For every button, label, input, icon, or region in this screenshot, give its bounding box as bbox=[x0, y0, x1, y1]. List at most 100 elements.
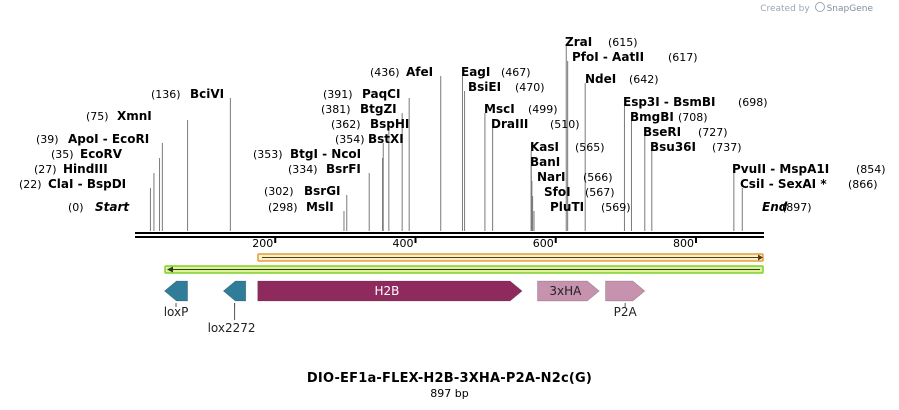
orf-reverse[interactable] bbox=[164, 265, 764, 274]
credit-prefix: Created by bbox=[760, 4, 810, 14]
enzyme-site-pvuii-mspa1i[interactable]: PvuII - MspA1I(854) bbox=[732, 162, 886, 176]
enzyme-site-start[interactable]: Start(0) bbox=[68, 200, 130, 214]
enzyme-name: NarI bbox=[537, 170, 566, 184]
enzyme-site-sfoi[interactable]: SfoI(567) bbox=[544, 185, 615, 199]
enzyme-name: KasI bbox=[530, 140, 559, 154]
enzyme-site-bstxi[interactable]: BstXI(354) bbox=[335, 132, 404, 146]
enzyme-name: BsrFI bbox=[326, 162, 361, 176]
enzyme-name: EagI bbox=[461, 65, 490, 79]
sequence-backbone bbox=[135, 232, 764, 238]
enzyme-site-ecorv[interactable]: EcoRV(35) bbox=[51, 147, 123, 161]
enzyme-site-pfoi-aatii[interactable]: PfoI - AatII(617) bbox=[572, 50, 698, 64]
enzyme-site-bani[interactable]: BanI bbox=[530, 155, 560, 169]
feature-arrow bbox=[163, 280, 188, 302]
map-title: DIO-EF1a-FLEX-H2B-3XHA-P2A-N2c(G) bbox=[306, 371, 593, 386]
enzyme-site-msci[interactable]: MscI(499) bbox=[484, 102, 558, 116]
feature-label: H2B bbox=[374, 284, 399, 298]
enzyme-position: (354) bbox=[335, 133, 365, 146]
enzyme-position: (897) bbox=[782, 201, 812, 214]
enzyme-site-hindiii[interactable]: HindIII (27) bbox=[34, 162, 108, 176]
enzyme-site-esp3i-bsmbi[interactable]: Esp3I - BsmBI (698) bbox=[623, 95, 768, 109]
enzyme-site-bseri[interactable]: BseRI(727) bbox=[643, 125, 728, 139]
enzyme-site-btgzi[interactable]: BtgZI(381) bbox=[321, 102, 397, 116]
enzyme-position: (566) bbox=[583, 171, 613, 184]
enzyme-name: BmgBI bbox=[630, 110, 674, 124]
enzyme-site-bsu36i[interactable]: Bsu36I(737) bbox=[650, 140, 742, 154]
enzyme-position: (698) bbox=[738, 96, 768, 109]
enzyme-position: (642) bbox=[629, 73, 659, 86]
enzyme-name: End bbox=[762, 200, 788, 214]
ruler-tick-label: 800 bbox=[673, 237, 694, 250]
enzyme-site-xmni[interactable]: XmnI(75) bbox=[86, 109, 152, 123]
enzyme-site-draiii[interactable]: DraIII(510) bbox=[491, 117, 580, 131]
enzyme-position: (298) bbox=[268, 201, 298, 214]
enzyme-name: NdeI bbox=[585, 72, 616, 86]
enzyme-name: BtgI - NcoI bbox=[290, 147, 361, 161]
enzyme-position: (39) bbox=[36, 133, 59, 146]
enzyme-name: PfoI - AatII bbox=[572, 50, 644, 64]
credit-brand: SnapGene bbox=[826, 4, 873, 14]
enzyme-site-bsphi[interactable]: BspHI(362) bbox=[331, 117, 409, 131]
enzyme-site-bsiei[interactable]: BsiEI (470) bbox=[468, 80, 545, 94]
enzyme-position: (136) bbox=[151, 88, 181, 101]
enzyme-site-apoi-ecori[interactable]: ApoI - EcoRI(39) bbox=[36, 132, 149, 146]
enzyme-site-bsrfi[interactable]: BsrFI (334) bbox=[288, 162, 361, 176]
enzyme-position: (391) bbox=[323, 88, 353, 101]
orf-forward[interactable] bbox=[257, 253, 764, 262]
enzyme-name: Esp3I - BsmBI bbox=[623, 95, 715, 109]
feature-h2b[interactable]: H2B bbox=[257, 280, 523, 302]
enzyme-name: ZraI bbox=[565, 35, 592, 49]
enzyme-name: PaqCI bbox=[362, 87, 400, 101]
enzyme-site-eagi[interactable]: EagI (467) bbox=[461, 65, 531, 79]
feature-label: P2A bbox=[614, 305, 638, 319]
enzyme-site-bmgbi[interactable]: BmgBI(708) bbox=[630, 110, 708, 124]
ruler-tick-label: 200 bbox=[252, 237, 273, 250]
enzyme-site-kasi[interactable]: KasI(565) bbox=[530, 140, 605, 154]
feature-p2a[interactable]: P2A bbox=[605, 280, 646, 319]
feature-arrow bbox=[222, 280, 247, 302]
enzyme-site-paqci[interactable]: PaqCI (391) bbox=[323, 87, 400, 101]
enzyme-name: CsiI - SexAI * bbox=[740, 177, 827, 191]
enzyme-position: (334) bbox=[288, 163, 318, 176]
feature-loxp[interactable]: loxP bbox=[163, 280, 189, 319]
enzyme-site-btgi-ncoi[interactable]: BtgI - NcoI(353) bbox=[253, 147, 361, 161]
enzyme-site-pluti[interactable]: PluTI(569) bbox=[550, 200, 631, 214]
enzyme-site-ndei[interactable]: NdeI (642) bbox=[585, 72, 659, 86]
feature-lox2272[interactable]: lox2272 bbox=[208, 280, 256, 335]
snapgene-logo-icon bbox=[814, 2, 825, 12]
enzyme-name: Start bbox=[95, 200, 130, 214]
enzyme-site-end[interactable]: End(897) bbox=[762, 200, 812, 214]
enzyme-position: (727) bbox=[698, 126, 728, 139]
enzyme-name: BciVI bbox=[190, 87, 224, 101]
enzyme-position: (866) bbox=[848, 178, 878, 191]
enzyme-site-bcivi[interactable]: BciVI (136) bbox=[151, 87, 224, 101]
enzyme-site-afei[interactable]: AfeI(436) bbox=[370, 65, 433, 79]
feature-3xha[interactable]: 3xHA bbox=[537, 280, 600, 302]
enzyme-name: BtgZI bbox=[360, 102, 397, 116]
enzyme-name: PvuII - MspA1I bbox=[732, 162, 829, 176]
enzyme-site-clai-bspdi[interactable]: ClaI - BspDI(22) bbox=[19, 177, 126, 191]
enzyme-position: (35) bbox=[51, 148, 74, 161]
enzyme-position: (470) bbox=[515, 81, 545, 94]
enzyme-position: (615) bbox=[608, 36, 638, 49]
enzyme-name: SfoI bbox=[544, 185, 571, 199]
sequence-length: 897 bp bbox=[430, 387, 469, 400]
enzyme-site-msli[interactable]: MslI(298) bbox=[268, 200, 334, 214]
enzyme-name: BsiEI bbox=[468, 80, 501, 94]
enzyme-position: (362) bbox=[331, 118, 361, 131]
enzyme-name: HindIII bbox=[63, 162, 108, 176]
feature-arrow bbox=[257, 280, 523, 302]
enzyme-position: (467) bbox=[501, 66, 531, 79]
enzyme-position: (569) bbox=[601, 201, 631, 214]
feature-arrow bbox=[605, 280, 646, 302]
enzyme-name: DraIII bbox=[491, 117, 528, 131]
enzyme-position: (27) bbox=[34, 163, 57, 176]
enzyme-site-nari[interactable]: NarI (566) bbox=[537, 170, 613, 184]
enzyme-site-bsrgi[interactable]: BsrGI(302) bbox=[264, 184, 341, 198]
enzyme-site-zrai[interactable]: ZraI (615) bbox=[565, 35, 638, 49]
enzyme-site-csii-sexai[interactable]: CsiI - SexAI * (866) bbox=[740, 177, 878, 191]
enzyme-name: BanI bbox=[530, 155, 560, 169]
enzyme-position: (75) bbox=[86, 110, 109, 123]
